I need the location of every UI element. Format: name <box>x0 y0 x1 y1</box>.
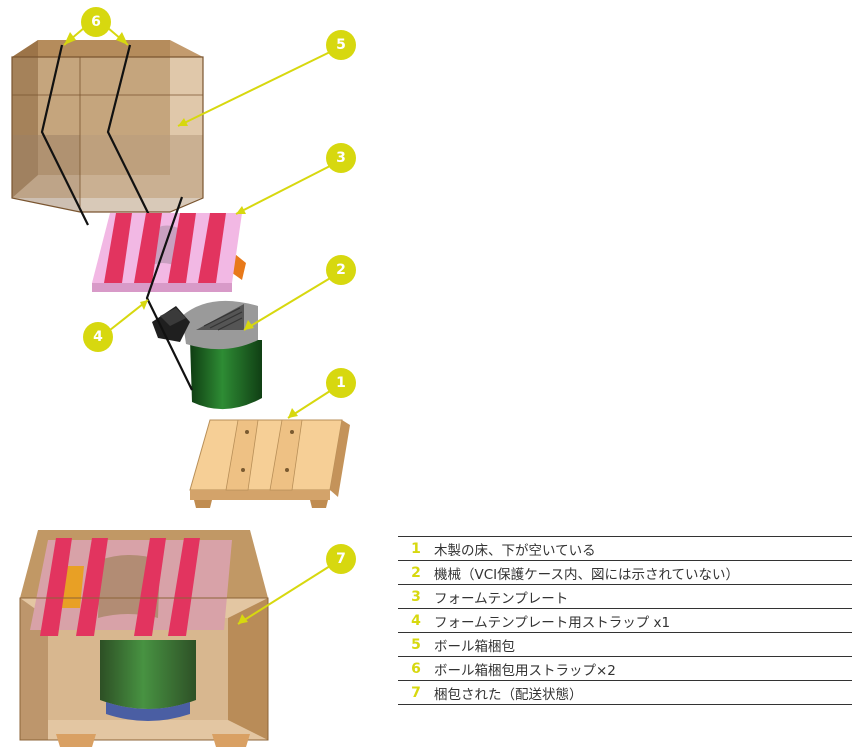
legend-label: 木製の床、下が空いている <box>434 542 596 559</box>
svg-text:7: 7 <box>336 551 346 567</box>
svg-text:2: 2 <box>336 262 346 278</box>
callout-1: 1 <box>326 368 356 398</box>
legend-number: 2 <box>411 564 421 581</box>
leader-arrowheads <box>64 32 298 624</box>
legend-item-6: 6 ボール箱梱包用ストラップ×2 <box>398 656 852 680</box>
legend-number: 1 <box>411 540 421 557</box>
carton-straps <box>40 44 155 226</box>
callout-5: 5 <box>326 30 356 60</box>
wooden-pallet <box>189 419 350 508</box>
legend-number: 7 <box>411 684 421 701</box>
parts-legend: 1 木製の床、下が空いている 2 機械（VCI保護ケース内、図には示されていない… <box>398 536 852 705</box>
callout-7: 7 <box>326 544 356 574</box>
legend-label: ボール箱梱包用ストラップ×2 <box>434 662 616 679</box>
machine <box>152 300 262 410</box>
packed-shipment <box>19 530 269 747</box>
svg-text:5: 5 <box>336 37 346 53</box>
callout-4: 4 <box>83 322 113 352</box>
svg-text:3: 3 <box>336 150 346 166</box>
callout-3: 3 <box>326 143 356 173</box>
callout-2: 2 <box>326 255 356 285</box>
legend-number: 5 <box>411 636 421 653</box>
svg-text:4: 4 <box>93 329 103 345</box>
foam-bars <box>104 213 226 283</box>
carton-box <box>11 40 204 213</box>
legend-label: ボール箱梱包 <box>434 638 515 655</box>
legend-label: フォームテンプレート用ストラップ x1 <box>434 614 671 631</box>
legend-label: 機械（VCI保護ケース内、図には示されていない） <box>434 566 740 583</box>
legend-item-7: 7 梱包された（配送状態） <box>398 680 852 705</box>
packed-foam-bars <box>40 538 200 636</box>
legend-item-5: 5 ボール箱梱包 <box>398 632 852 656</box>
legend-label: フォームテンプレート <box>434 590 569 607</box>
legend-number: 3 <box>411 588 421 605</box>
legend-number: 6 <box>411 660 421 677</box>
legend-item-3: 3 フォームテンプレート <box>398 584 852 608</box>
svg-text:6: 6 <box>91 14 101 30</box>
legend-item-4: 4 フォームテンプレート用ストラップ x1 <box>398 608 852 632</box>
legend-item-1: 1 木製の床、下が空いている <box>398 536 852 560</box>
foam-template-strap <box>145 196 193 391</box>
svg-text:1: 1 <box>336 375 346 391</box>
legend-number: 4 <box>411 612 421 629</box>
legend-item-2: 2 機械（VCI保護ケース内、図には示されていない） <box>398 560 852 584</box>
foam-template <box>92 213 246 292</box>
legend-label: 梱包された（配送状態） <box>434 686 583 703</box>
callout-6: 6 <box>81 7 111 37</box>
